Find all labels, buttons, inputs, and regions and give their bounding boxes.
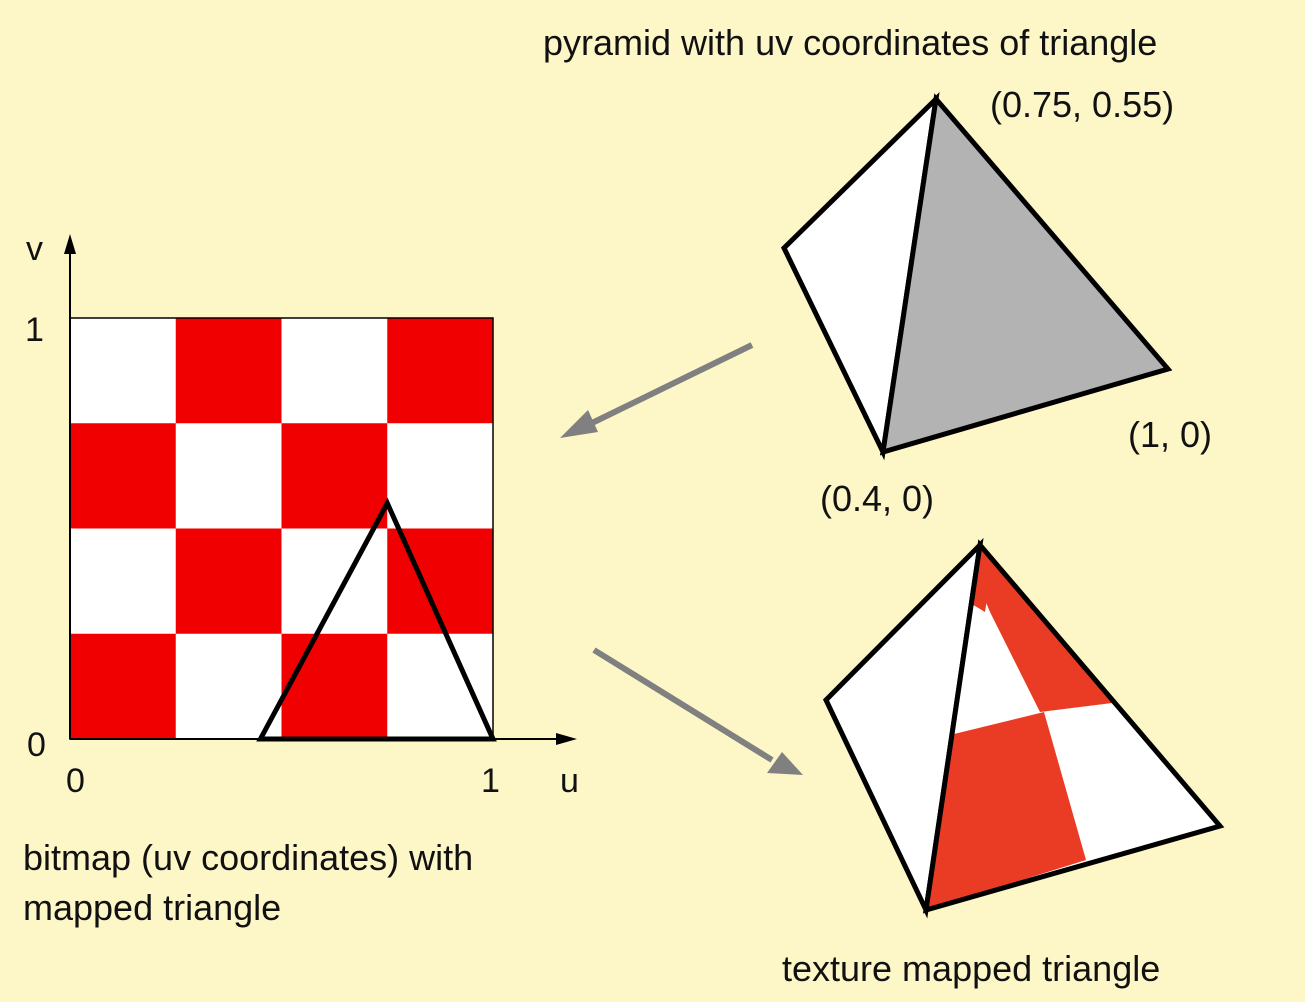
v-tick-label-0: 0 <box>27 726 46 764</box>
mapped-triangle <box>256 497 497 742</box>
textured-front-face <box>926 545 1220 910</box>
checker-square <box>175 423 282 529</box>
texture-red-patch-bottom <box>926 712 1086 910</box>
v-tick-label-1: 1 <box>25 311 44 349</box>
u-axis-arrowhead <box>556 733 577 745</box>
checker-square <box>387 633 494 740</box>
u-tick-label-0: 0 <box>66 762 85 800</box>
checker-square <box>387 318 494 424</box>
textured-pyramid-outline <box>922 539 1225 914</box>
texture-red-patch-top <box>960 545 1120 712</box>
coord-label-bottom: (0.4, 0) <box>820 478 934 519</box>
u-axis-label: u <box>560 762 579 800</box>
checker-square <box>70 633 177 740</box>
u-tick-label-1: 1 <box>481 762 500 800</box>
arrow-to-bitmap <box>560 342 754 438</box>
checker-square <box>387 423 494 529</box>
checker-square <box>281 318 388 424</box>
coord-label-top: (0.75, 0.55) <box>990 84 1174 125</box>
coord-label-right: (1, 0) <box>1128 414 1212 455</box>
checker-square <box>175 528 282 635</box>
textured-pyramid-panel: texture mapped triangle <box>782 537 1225 989</box>
arrow-to-texture <box>592 647 803 775</box>
checker-square <box>70 318 177 424</box>
checker-square <box>175 318 282 424</box>
textured-caption: texture mapped triangle <box>782 948 1160 989</box>
checker-square <box>70 423 177 529</box>
checkerboard <box>70 318 494 740</box>
checker-square <box>281 633 388 740</box>
v-axis-arrowhead <box>64 234 76 254</box>
pyramid-panel: pyramid with uv coordinates of triangle … <box>543 22 1212 519</box>
bitmap-panel: v u 1 0 0 1 bitmap (uv coordinates) with… <box>23 230 579 928</box>
checker-square <box>70 528 177 635</box>
pyramid-title: pyramid with uv coordinates of triangle <box>543 22 1157 63</box>
checker-square <box>281 423 388 529</box>
v-axis-label: v <box>26 230 43 268</box>
bitmap-caption-line1: bitmap (uv coordinates) with <box>23 837 473 878</box>
bitmap-caption-line2: mapped triangle <box>23 887 281 928</box>
checker-square <box>281 528 388 635</box>
pyramid-front-face-gray <box>879 93 1173 456</box>
checker-square <box>175 633 282 740</box>
